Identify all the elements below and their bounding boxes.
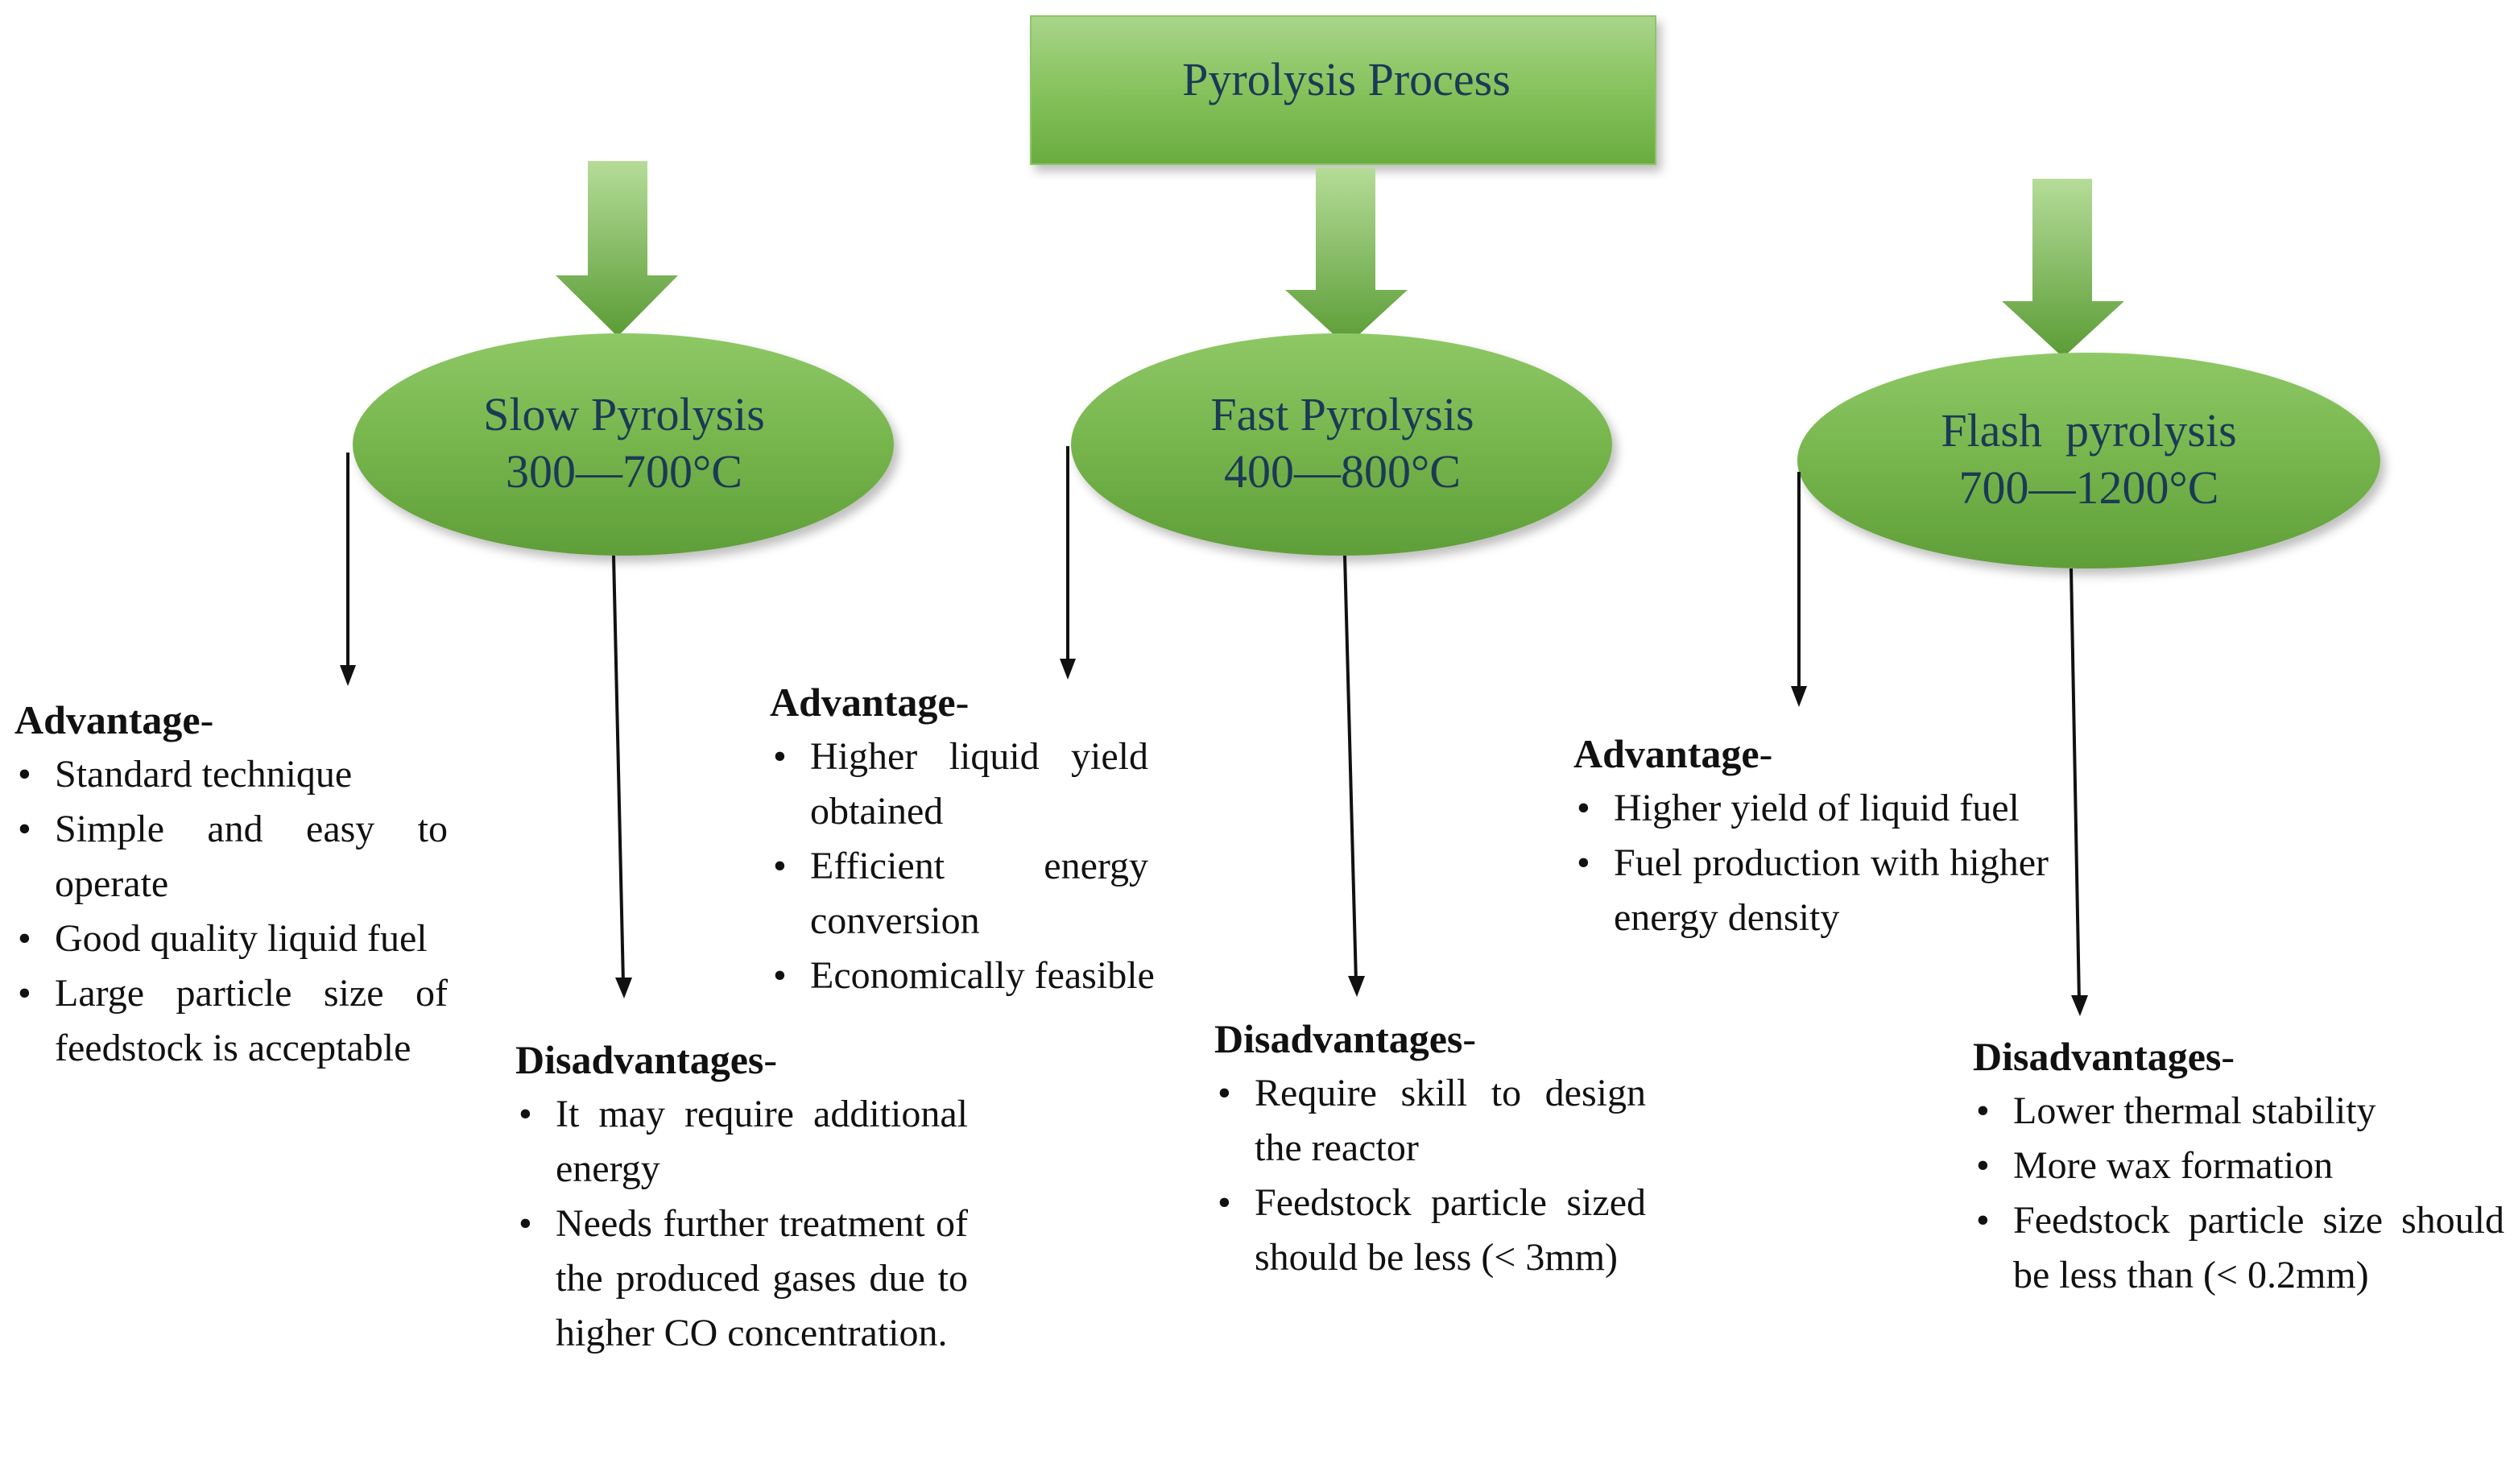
- flash-pyrolysis-temperature: 700—1200°C: [1958, 461, 2219, 514]
- slow-pyrolysis-label: Slow Pyrolysis 300—700°C: [354, 387, 894, 501]
- slow-disadvantage-arrowhead-icon: [615, 978, 632, 998]
- fast-advantages-block: Advantage- Higher liquid yield obtained …: [770, 675, 1253, 1003]
- fast-pyrolysis-ellipse: [1071, 333, 1612, 556]
- fast-advantages-list: Higher liquid yield obtained Efficient e…: [770, 730, 1253, 1003]
- fast-disadvantages-list: Require skill to design the reactor Feed…: [1214, 1066, 1646, 1285]
- fast-disadvantage-connector: [1343, 555, 1358, 983]
- flash-pyrolysis-name: Flash pyrolysis: [1941, 404, 2237, 457]
- fast-advantages-heading: Advantage-: [770, 680, 970, 725]
- flash-pyrolysis-ellipse: [1797, 353, 2380, 568]
- arrow-to-fast-icon: [1285, 167, 1408, 346]
- fast-disadvantages-block: Disadvantages- Require skill to design t…: [1214, 1011, 1646, 1285]
- list-item: Good quality liquid fuel: [14, 911, 448, 966]
- list-item: Large particle size of feedstock is acce…: [14, 966, 448, 1076]
- slow-pyrolysis-ellipse: [353, 333, 894, 556]
- list-item: Economically feasible: [770, 949, 1253, 1003]
- list-item: Needs further treatment of the produced …: [515, 1197, 968, 1361]
- fast-disadvantages-heading: Disadvantages-: [1214, 1016, 1477, 1061]
- flash-advantages-block: Advantage- Higher yield of liquid fuel F…: [1573, 726, 2049, 945]
- slow-disadvantage-connector: [612, 555, 625, 985]
- arrow-to-slow-icon: [556, 161, 678, 337]
- fast-pyrolysis-temperature: 400—800°C: [1224, 444, 1461, 498]
- list-item: Standard technique: [14, 747, 448, 802]
- slow-pyrolysis-temperature: 300—700°C: [506, 444, 742, 498]
- list-item: Higher yield of liquid fuel: [1573, 781, 2049, 836]
- fast-pyrolysis-label: Fast Pyrolysis 400—800°C: [1073, 387, 1612, 501]
- list-item: Simple and easy to operate: [14, 802, 448, 911]
- fast-disadvantage-arrowhead-icon: [1348, 976, 1365, 997]
- list-item: Feedstock particle size should be less t…: [1973, 1193, 2504, 1303]
- slow-disadvantages-block: Disadvantages- It may require additional…: [515, 1032, 968, 1361]
- slow-advantages-block: Advantage- Standard technique Simple and…: [14, 692, 448, 1076]
- flash-pyrolysis-label: Flash pyrolysis 700—1200°C: [1799, 403, 2379, 517]
- list-item: It may require additional energy: [515, 1087, 968, 1197]
- flash-disadvantage-connector: [2070, 568, 2081, 1002]
- flash-disadvantage-arrowhead-icon: [2071, 995, 2088, 1016]
- slow-pyrolysis-name: Slow Pyrolysis: [483, 388, 765, 440]
- title-box: [1030, 15, 1656, 165]
- list-item: Fuel production with higher energy densi…: [1573, 836, 2049, 945]
- flash-disadvantages-block: Disadvantages- Lower thermal stability M…: [1973, 1029, 2504, 1303]
- fast-pyrolysis-name: Fast Pyrolysis: [1210, 388, 1474, 440]
- diagram-title: Pyrolysis Process: [1182, 53, 1511, 105]
- flash-advantages-heading: Advantage-: [1573, 731, 1773, 776]
- list-item: Feedstock particle sized should be less …: [1214, 1176, 1646, 1285]
- flash-disadvantages-heading: Disadvantages-: [1973, 1034, 2235, 1079]
- list-item: More wax formation: [1973, 1139, 2504, 1193]
- list-item: Higher liquid yield obtained: [770, 730, 1253, 839]
- list-item: Efficient energy conversion: [770, 839, 1253, 949]
- slow-advantages-list: Standard technique Simple and easy to op…: [14, 747, 448, 1076]
- slow-advantage-arrowhead-icon: [340, 665, 356, 686]
- flash-advantages-list: Higher yield of liquid fuel Fuel product…: [1573, 781, 2049, 945]
- slow-disadvantages-list: It may require additional energy Needs f…: [515, 1087, 968, 1361]
- list-item: Lower thermal stability: [1973, 1084, 2504, 1139]
- list-item: Require skill to design the reactor: [1214, 1066, 1646, 1176]
- slow-disadvantages-heading: Disadvantages-: [515, 1037, 778, 1082]
- flash-disadvantages-list: Lower thermal stability More wax formati…: [1973, 1084, 2504, 1303]
- arrow-to-flash-icon: [2002, 179, 2124, 358]
- fast-advantage-arrowhead-icon: [1060, 659, 1076, 680]
- slow-advantages-heading: Advantage-: [14, 697, 214, 742]
- flash-advantage-arrowhead-icon: [1791, 686, 1807, 707]
